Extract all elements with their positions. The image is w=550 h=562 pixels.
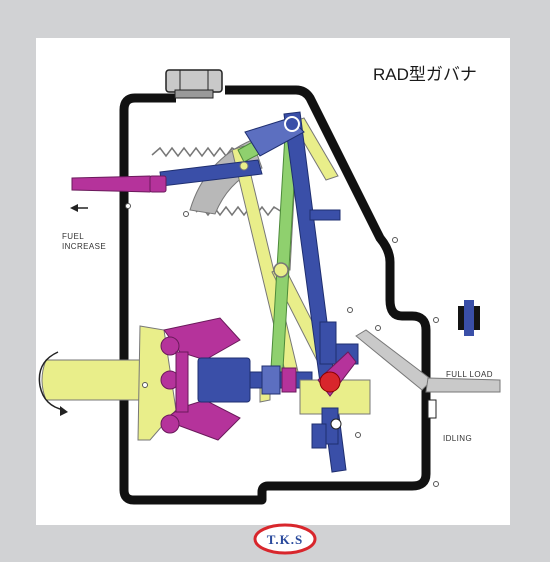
- full-load-label: FULL LOAD: [446, 370, 493, 379]
- blue-bracket: [309, 209, 341, 221]
- sleeve-collar: [261, 365, 281, 395]
- diagram-title: RAD型ガバナ: [373, 65, 477, 84]
- logo-ellipse: [253, 523, 317, 555]
- flyweight-pin-lower: [160, 414, 180, 434]
- housing-screw: [183, 211, 189, 217]
- housing-screw: [433, 481, 439, 487]
- idling-stop: [427, 399, 437, 419]
- top-nut-base: [174, 89, 214, 99]
- red-pivot: [319, 371, 341, 393]
- housing-screw: [355, 432, 361, 438]
- tks-logo: T.K.S: [253, 522, 317, 556]
- housing-screw: [433, 317, 439, 323]
- fuel-increase-label-line2: INCREASE: [62, 242, 107, 251]
- flyweight-link: [175, 351, 189, 413]
- housing-screw: [142, 382, 148, 388]
- flyweight-pin-upper: [160, 336, 180, 356]
- governor-sleeve: [197, 357, 251, 403]
- housing-screw: [347, 307, 353, 313]
- control-rod-end: [149, 175, 167, 193]
- pivot-top: [284, 116, 300, 132]
- governor-housing: [119, 85, 431, 505]
- tks-logo-text: T.K.S: [266, 532, 304, 547]
- pivot-link: [239, 161, 249, 171]
- full-load-stopper-screw: [464, 300, 474, 336]
- upper-spring: [151, 146, 241, 158]
- fuel-arrow-head: [70, 204, 78, 212]
- idling-label: IDLING: [443, 434, 473, 443]
- load-lever-tip: [425, 377, 501, 393]
- adjust-screw-base: [311, 423, 327, 449]
- pivot-middle: [273, 262, 289, 278]
- housing-screw: [125, 203, 131, 209]
- pivot-lower: [330, 418, 342, 430]
- control-rod: [71, 175, 161, 193]
- housing-screw: [375, 325, 381, 331]
- fuel-increase-label-line1: FUEL: [62, 232, 85, 241]
- adjust-screw-upper: [319, 321, 337, 365]
- drive-shaft: [41, 359, 151, 401]
- top-nut: [165, 69, 223, 93]
- housing-screw: [392, 237, 398, 243]
- sleeve-nut: [281, 367, 297, 393]
- rotation-arrow: [38, 351, 65, 411]
- fuel-increase-label: FUEL INCREASE: [62, 232, 106, 252]
